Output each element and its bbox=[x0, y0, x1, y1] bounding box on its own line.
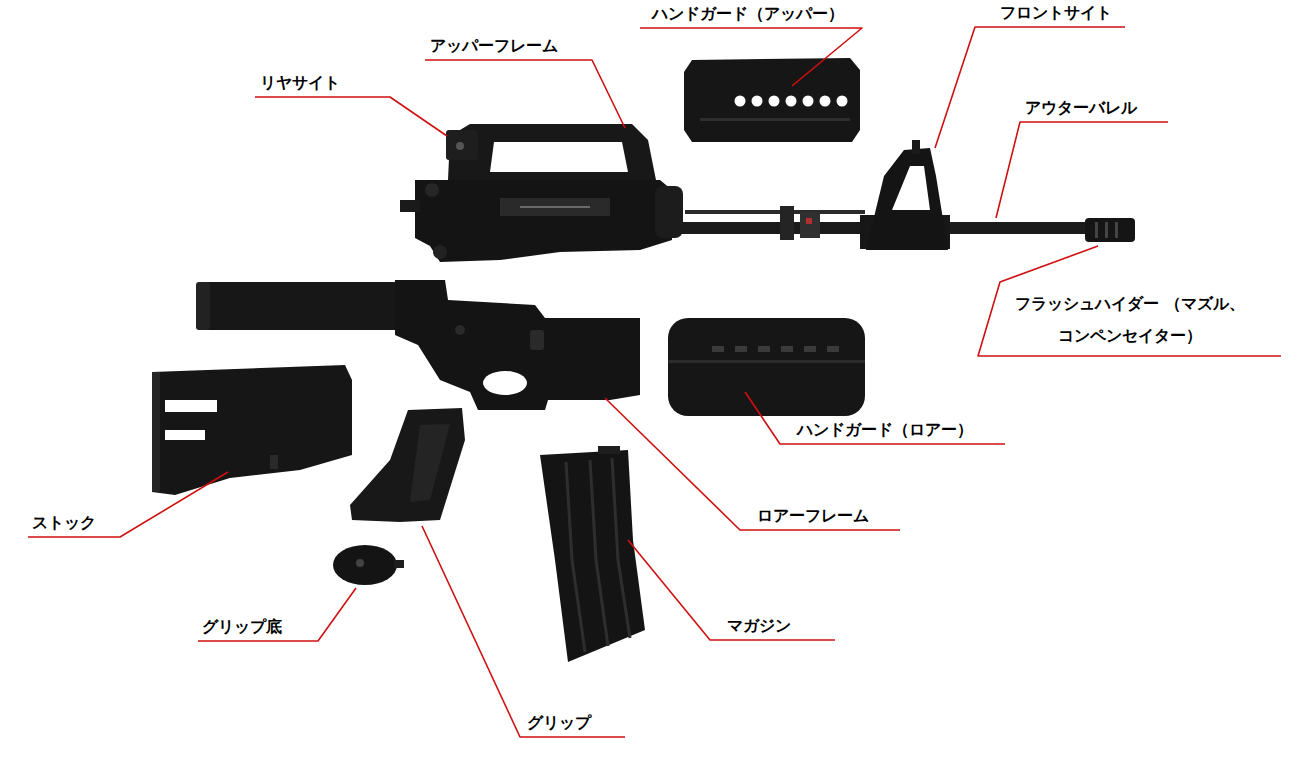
pistol-grip bbox=[350, 408, 465, 522]
grip-cap bbox=[356, 559, 364, 567]
upper-handguard bbox=[820, 96, 831, 107]
leader-line bbox=[198, 588, 356, 641]
leader-line bbox=[422, 526, 625, 737]
magazine bbox=[540, 450, 645, 662]
upper-receiver bbox=[456, 142, 464, 150]
lower-receiver bbox=[196, 282, 411, 330]
lower-receiver bbox=[530, 330, 544, 350]
upper-handguard bbox=[752, 96, 763, 107]
barrel-assembly bbox=[685, 210, 865, 214]
leader-line bbox=[640, 28, 862, 86]
stock bbox=[152, 365, 352, 495]
lower-handguard bbox=[827, 346, 839, 352]
upper-handguard bbox=[735, 96, 848, 107]
part-label: リヤサイト bbox=[260, 73, 340, 93]
magazine bbox=[590, 460, 608, 646]
lower-receiver bbox=[483, 371, 527, 395]
leader-line bbox=[605, 398, 900, 530]
upper-receiver bbox=[400, 200, 420, 212]
upper-handguard bbox=[700, 118, 850, 121]
lower-receiver bbox=[395, 280, 640, 410]
upper-handguard bbox=[837, 96, 848, 107]
grip-cap bbox=[333, 545, 404, 585]
part-label: ハンドガード（アッパー） bbox=[652, 4, 844, 24]
leader-line bbox=[745, 392, 1005, 444]
barrel-assembly bbox=[1095, 222, 1098, 238]
stock bbox=[152, 365, 352, 495]
pistol-grip bbox=[410, 424, 450, 502]
upper-receiver bbox=[500, 198, 610, 216]
stock bbox=[270, 455, 278, 469]
barrel-assembly bbox=[806, 218, 812, 224]
part-label: ハンドガード（ロアー） bbox=[797, 420, 973, 440]
stock bbox=[165, 400, 217, 412]
part-label: アウターバレル bbox=[1025, 98, 1137, 118]
magazine bbox=[612, 458, 630, 638]
lower-receiver bbox=[196, 282, 210, 330]
upper-handguard bbox=[684, 58, 860, 142]
stock bbox=[152, 372, 160, 492]
upper-receiver bbox=[425, 183, 439, 197]
barrel-assembly bbox=[800, 212, 820, 238]
barrel-assembly bbox=[780, 206, 794, 240]
upper-receiver bbox=[415, 180, 672, 262]
leader-line bbox=[978, 246, 1281, 356]
stock bbox=[165, 430, 205, 440]
lower-handguard bbox=[712, 346, 724, 352]
leader-line bbox=[28, 472, 228, 537]
lower-handguard bbox=[781, 346, 793, 352]
lower-handguard bbox=[668, 318, 865, 416]
part-label: ストック bbox=[32, 513, 96, 533]
part-label: フロントサイト bbox=[1000, 3, 1112, 23]
barrel-assembly bbox=[1115, 222, 1118, 238]
pistol-grip bbox=[350, 408, 465, 522]
upper-handguard bbox=[786, 96, 797, 107]
leader-line bbox=[425, 60, 625, 128]
barrel-assembly bbox=[1105, 222, 1108, 238]
lower-handguard bbox=[668, 360, 865, 363]
part-label: グリップ底 bbox=[202, 617, 282, 637]
lower-handguard bbox=[668, 318, 865, 416]
upper-handguard bbox=[769, 96, 780, 107]
upper-handguard bbox=[803, 96, 814, 107]
lower-handguard bbox=[712, 346, 839, 352]
magazine bbox=[540, 446, 645, 662]
upper-receiver bbox=[433, 245, 447, 259]
barrel-assembly bbox=[680, 140, 1135, 250]
upper-receiver bbox=[448, 124, 656, 180]
magazine bbox=[598, 446, 620, 454]
lower-handguard bbox=[804, 346, 816, 352]
leader-line bbox=[935, 27, 1125, 148]
upper-receiver bbox=[655, 186, 683, 238]
leader-line bbox=[628, 540, 835, 640]
part-label: マガジン bbox=[727, 616, 791, 636]
upper-receiver bbox=[400, 124, 683, 262]
lower-receiver bbox=[455, 325, 465, 335]
upper-handguard bbox=[684, 58, 860, 142]
lower-handguard bbox=[758, 346, 770, 352]
leader-line bbox=[255, 97, 447, 136]
barrel-assembly bbox=[912, 140, 920, 154]
part-label: アッパーフレーム bbox=[430, 36, 558, 56]
part-label: フラッシュハイダー （マズル、コンペンセイター） bbox=[985, 288, 1275, 352]
lower-handguard bbox=[735, 346, 747, 352]
leader-line bbox=[996, 122, 1168, 218]
barrel-assembly bbox=[866, 148, 948, 250]
upper-handguard bbox=[735, 96, 746, 107]
grip-cap bbox=[394, 560, 404, 568]
part-label: グリップ bbox=[527, 713, 591, 733]
part-label: ロアーフレーム bbox=[757, 506, 869, 526]
barrel-assembly bbox=[1085, 218, 1135, 242]
upper-receiver bbox=[446, 130, 478, 160]
upper-receiver bbox=[520, 206, 590, 208]
magazine bbox=[566, 462, 585, 652]
grip-cap bbox=[333, 545, 397, 585]
